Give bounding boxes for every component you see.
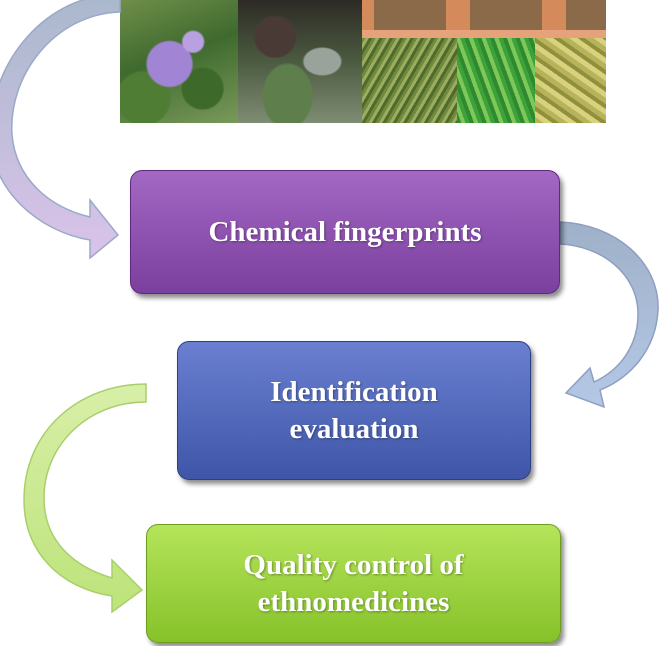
- fresh-herb-bundle-photo: [457, 38, 535, 123]
- dried-herb-photo: [362, 38, 457, 123]
- herb-photo-collage: [120, 0, 606, 123]
- arrow-to-identification: [559, 221, 659, 409]
- step-chemical-fingerprints: Chemical fingerprints: [130, 170, 560, 294]
- sliced-herb-photo: [535, 38, 606, 123]
- step-3-label: Quality control of ethnomedicines: [243, 549, 464, 618]
- arrow-to-fingerprints: [0, 0, 121, 260]
- flower-photo: [120, 0, 238, 123]
- step-2-label: Identification evaluation: [270, 376, 438, 445]
- arrow-to-quality-control: [23, 383, 147, 614]
- harvested-leaves-photo: [238, 0, 362, 123]
- step-identification-evaluation: Identification evaluation: [177, 341, 531, 480]
- drying-trays-photo: [362, 0, 606, 38]
- step-1-label: Chemical fingerprints: [208, 215, 482, 248]
- step-quality-control: Quality control of ethnomedicines: [146, 524, 561, 643]
